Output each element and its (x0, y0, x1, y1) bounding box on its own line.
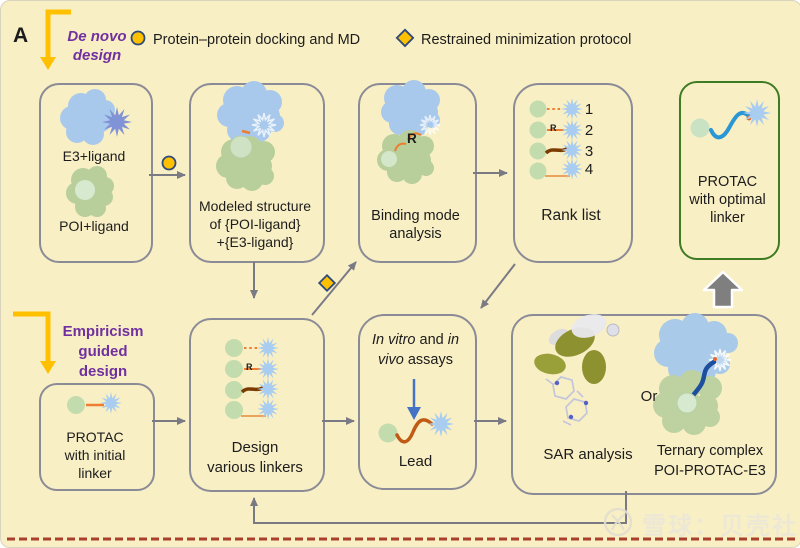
watermark-logo-icon (603, 507, 633, 537)
box-assays (358, 314, 477, 490)
docking-step-circle-icon (161, 155, 177, 171)
rank-number-3: 3 (584, 143, 594, 160)
poi-ligand-label: POI+ligand (59, 218, 129, 234)
binding-star-outline-icon (419, 114, 441, 136)
ternary-label-line2: POI-PROTAC-E3 (654, 463, 766, 479)
binding-e3-blob (381, 80, 440, 136)
block-up-arrow-icon (702, 270, 744, 309)
modeled-linker-dash (241, 129, 251, 135)
initial-star-icon (100, 392, 122, 414)
legend-docking-label: Protein–protein docking and MD (153, 32, 361, 48)
optimal-star-icon (743, 99, 771, 127)
sar-analysis-label: SAR analysis (543, 446, 633, 463)
design-r-label: R (246, 362, 253, 372)
lead-warhead-circle-icon (378, 423, 398, 443)
assays-plain-2: assays (403, 352, 453, 368)
e3-blob (60, 89, 115, 145)
de-novo-arrow-icon (40, 9, 71, 70)
assays-italic-1: In vitro (371, 332, 416, 348)
poi-ligand-circle-icon (75, 180, 95, 200)
rank-number-1: 1 (584, 101, 594, 118)
rank-star-icon (561, 119, 583, 141)
rank-number-2: 2 (584, 122, 594, 139)
assays-plain-1: and (415, 332, 448, 348)
box-rank-list (513, 83, 633, 263)
rank-star-icon (561, 158, 583, 180)
design-star-icon (257, 358, 279, 380)
binding-label-line2: analysis (389, 226, 442, 242)
box-sar-ternary (511, 314, 777, 495)
box-protac-initial (39, 383, 155, 491)
legend-minimization-label: Restrained minimization protocol (421, 32, 632, 48)
lead-linker-wave (395, 418, 434, 444)
de-novo-label-line1: De novo (67, 28, 127, 45)
lead-star-icon (428, 411, 454, 437)
minimization-diamond-icon (395, 28, 415, 48)
lead-label: Lead (398, 453, 433, 470)
rank-rows (529, 100, 570, 180)
design-star-icon (257, 398, 279, 420)
ternary-label-line1: Ternary complex (656, 443, 764, 459)
initial-warhead-circle-icon (67, 396, 85, 414)
initial-label-line3: linker (78, 465, 112, 481)
binding-ligand-circle-icon (381, 151, 397, 167)
ternary-star-outline-icon (708, 348, 732, 372)
docking-circle-icon (130, 30, 146, 46)
modeled-label-line1: Modeled structure (198, 198, 312, 214)
optimal-warhead-circle-icon (690, 118, 710, 138)
watermark-text: 雪球：贝壳社 (642, 513, 798, 540)
design-star-icon (257, 337, 279, 359)
assays-label-line1: In vitro and in (358, 331, 473, 349)
initial-label-line1: PROTAC (66, 429, 124, 445)
ternary-poi-blob (653, 370, 722, 435)
modeled-ligand-circle-icon (229, 135, 253, 159)
rank-star-icon (561, 139, 583, 161)
box-protac-optimal (679, 81, 780, 260)
modeled-e3-blob (217, 81, 284, 142)
panel-label: A (13, 24, 29, 47)
optimal-label-line2: with optimal (689, 192, 766, 208)
initial-label-line2: with initial (64, 447, 126, 463)
ternary-linker-dot (713, 357, 717, 361)
rank-list-label: Rank list (541, 207, 601, 224)
assays-italic-3: vivo (378, 352, 404, 368)
binding-r-label: R (407, 131, 417, 146)
optimal-label-line3: linker (710, 210, 745, 226)
empiricism-label-line3: design (78, 363, 128, 380)
rank-star-icon (561, 98, 583, 120)
e3-ligand-star-icon (102, 107, 132, 137)
assays-italic-2: in (447, 332, 460, 348)
modeled-label-line2: of {POI-ligand} (209, 216, 301, 232)
rank-r-label: R (550, 123, 557, 133)
binding-label-line1: Binding mode (371, 208, 460, 224)
sar-molecule (534, 314, 620, 426)
optimal-label-line1: PROTAC (697, 174, 758, 190)
design-star-icon (257, 378, 279, 400)
rank-number-4: 4 (584, 161, 594, 178)
box-inputs (39, 83, 153, 263)
ternary-ligand-circle-icon (676, 392, 698, 414)
design-rows (225, 339, 266, 419)
or-label: Or (640, 388, 658, 405)
design-label-line1: Design (231, 439, 279, 456)
minimization-step-diamond-icon (317, 273, 337, 293)
empiricism-label-line1: Empiricism (62, 323, 144, 340)
empiricism-arrow-icon (13, 311, 56, 374)
modeled-label-line3: +{E3-ligand} (216, 234, 294, 250)
e3-ligand-label: E3+ligand (62, 148, 126, 164)
assays-label-line2: vivo assays (358, 351, 473, 369)
assay-down-arrow-icon (407, 379, 421, 420)
binding-linker-curls (394, 132, 422, 152)
modeled-star-outline-icon (251, 112, 277, 138)
optimal-linker-wave (709, 110, 751, 140)
flow-arrows (149, 169, 627, 524)
box-design-linkers (189, 318, 325, 492)
design-label-line2: various linkers (207, 459, 303, 476)
empiricism-label-line2: guided (78, 343, 128, 360)
de-novo-label-line2: design (72, 47, 122, 64)
